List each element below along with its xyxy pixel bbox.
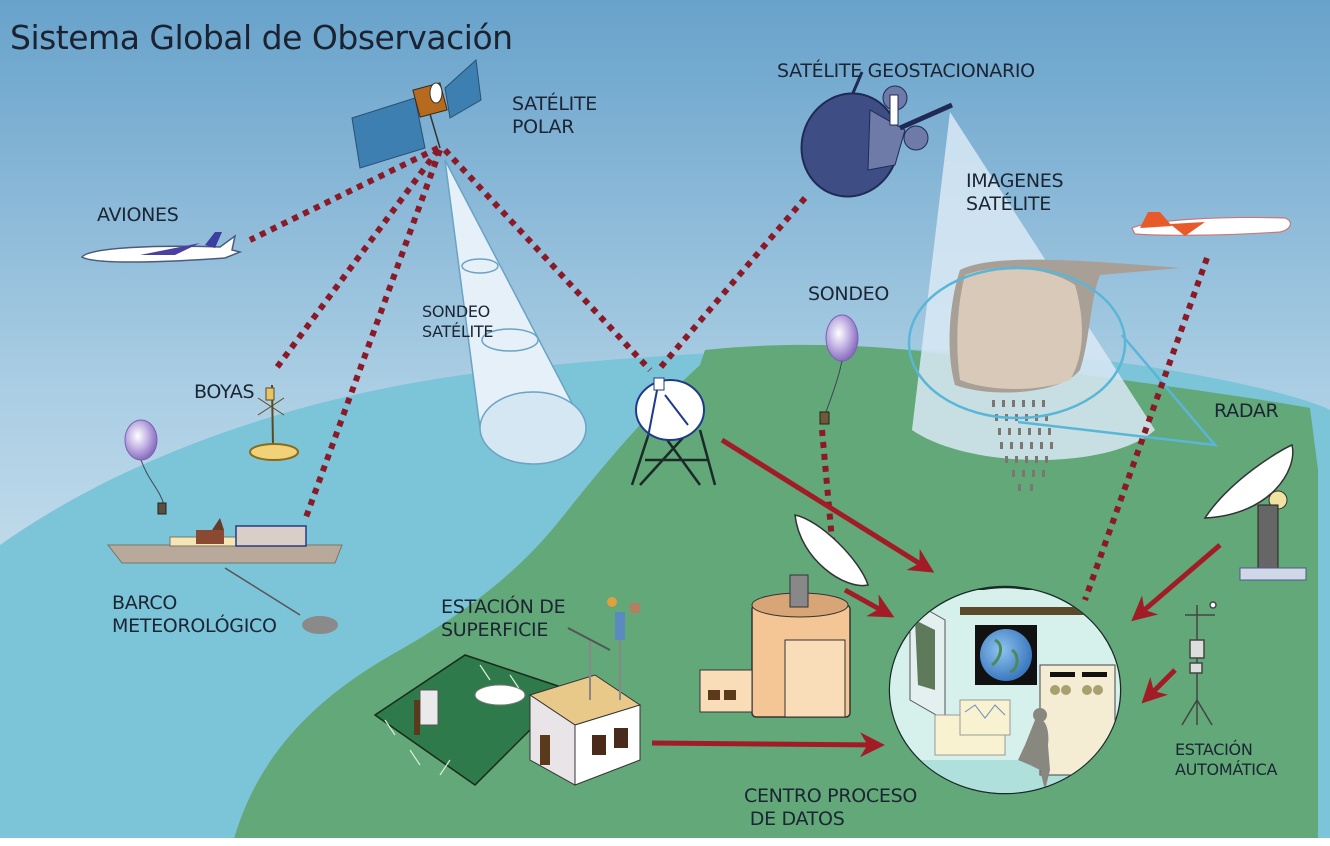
label-satellite-images: IMAGENES SATÉLITE [966, 170, 1064, 215]
weather-ship-icon [106, 518, 343, 634]
label-polar-satellite: SATÉLITE POLAR [512, 93, 597, 138]
label-radar: RADAR [1214, 400, 1279, 422]
label-geostationary-satellite: SATÉLITE GEOSTACIONARIO [777, 60, 1035, 82]
label-buoys: BOYAS [194, 381, 255, 403]
buoy-icon [249, 384, 299, 461]
sounding-balloon-icon [819, 314, 859, 425]
automatic-weather-station-icon [1181, 601, 1217, 726]
label-automatic-station: ESTACIÓN AUTOMÁTICA [1175, 740, 1278, 779]
diagram-title: Sistema Global de Observación [10, 18, 513, 57]
radar-dish-icon [1203, 443, 1307, 581]
dotted-data-links [248, 145, 1210, 602]
receiving-station-icon [699, 514, 869, 718]
data-flow-arrows [651, 437, 1222, 758]
geostationary-satellite-icon [800, 71, 954, 198]
label-sounding: SONDEO [808, 283, 890, 305]
satellite-sounding-cone [444, 159, 587, 465]
label-aircraft: AVIONES [97, 204, 179, 226]
label-surface-station: ESTACIÓN DE SUPERFICIE [441, 596, 566, 641]
radar-scan-range [907, 266, 1218, 447]
ground-station-antenna-icon [630, 377, 717, 486]
label-data-processing-center: CENTRO PROCESO DE DATOS [744, 785, 917, 830]
surface-station-icon [373, 597, 642, 786]
ocean-weather-balloon-icon [124, 419, 167, 515]
airplane-2-icon [1131, 212, 1292, 236]
storm-cloud-icon [949, 259, 1180, 491]
label-weather-ship: BARCO METEOROLÓGICO [112, 592, 277, 637]
polar-satellite-icon [351, 58, 482, 169]
airplane-icon [80, 232, 243, 263]
label-satellite-sounding: SONDEO SATÉLITE [422, 302, 494, 341]
